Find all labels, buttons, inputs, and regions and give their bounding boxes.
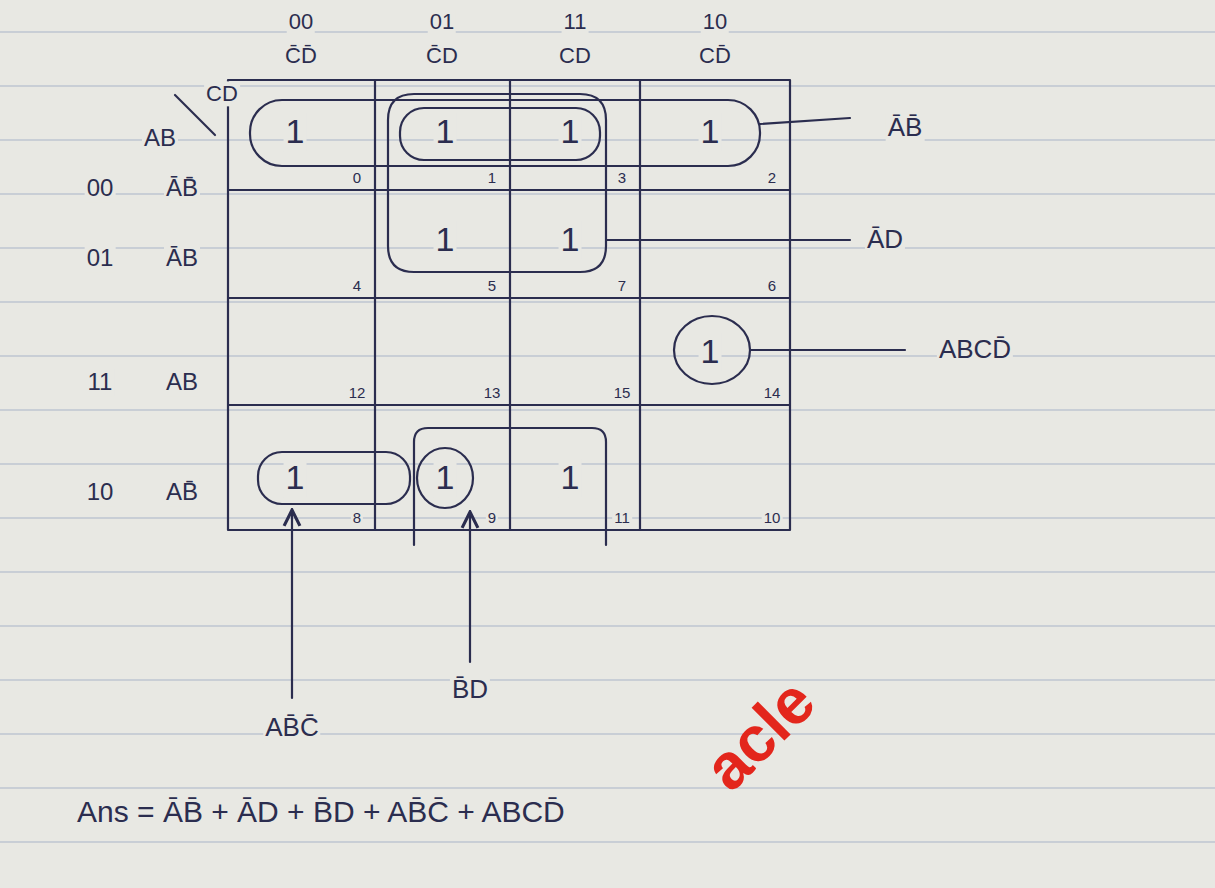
column-term: C̄D (424, 43, 460, 68)
cell-one: 1 (284, 112, 307, 151)
column-code: 11 (562, 9, 589, 34)
row-term: AB̄ (164, 478, 200, 506)
ruled-line (0, 518, 1215, 519)
grid-line (228, 297, 790, 299)
kmap-grid (228, 80, 790, 530)
answer-expression: Ans = ĀB̄ + ĀD + B̄D + AB̄C̄ + ABCD̄ (75, 795, 567, 830)
cell-one: 1 (559, 220, 582, 259)
group-term: AB̄C̄ (263, 713, 320, 743)
cell-index: 14 (762, 384, 783, 401)
group-loop (414, 428, 606, 545)
grid-line (228, 189, 790, 191)
ruled-line (0, 302, 1215, 303)
column-code: 00 (287, 9, 315, 34)
column-variable: CD (204, 81, 240, 106)
cell-index: 11 (612, 509, 632, 526)
ruled-line (0, 86, 1215, 87)
grid-line (228, 404, 790, 406)
row-term: AB (164, 368, 200, 396)
ruled-line (0, 410, 1215, 411)
cell-index: 10 (762, 509, 783, 526)
ruled-line (0, 140, 1215, 141)
group-loop (388, 94, 606, 272)
ruled-lines (0, 32, 1215, 842)
ruled-line (0, 680, 1215, 681)
group-term: B̄D (450, 675, 490, 705)
group-loop (258, 452, 410, 504)
column-term: C̄D̄ (283, 43, 319, 68)
column-term: CD̄ (697, 43, 733, 68)
ruled-line (0, 32, 1215, 33)
ruled-line (0, 734, 1215, 735)
cell-one: 1 (434, 220, 457, 259)
ruled-line (0, 356, 1215, 357)
cell-index: 7 (616, 277, 628, 294)
row-code: 10 (85, 478, 116, 506)
column-code: 10 (701, 9, 729, 34)
leader-line (760, 118, 850, 124)
row-term: ĀB̄ (164, 174, 200, 202)
group-loop (400, 108, 600, 160)
cell-one: 1 (434, 112, 457, 151)
cell-index: 8 (351, 509, 363, 526)
grid-line (374, 80, 376, 530)
group-loop (250, 100, 760, 166)
cell-one: 1 (284, 458, 307, 497)
group-loop (674, 316, 750, 384)
cell-index: 6 (766, 277, 778, 294)
group-term: ABCD̄ (937, 335, 1013, 365)
ruled-line (0, 788, 1215, 789)
row-code: 01 (85, 244, 116, 272)
cell-index: 12 (347, 384, 368, 401)
group-term: ĀD (865, 225, 905, 255)
leader-arrow (469, 514, 471, 662)
column-term: CD (557, 43, 593, 68)
grid-line (639, 80, 641, 530)
grid-line (509, 80, 511, 530)
group-term: ĀB̄ (886, 113, 925, 143)
cell-index: 0 (351, 169, 363, 186)
cell-index: 1 (486, 169, 498, 186)
cell-index: 3 (616, 169, 628, 186)
cell-index: 15 (612, 384, 633, 401)
cell-index: 5 (486, 277, 498, 294)
row-term: ĀB (164, 244, 200, 272)
column-code: 01 (428, 9, 456, 34)
ruled-line (0, 626, 1215, 627)
leader-line (750, 349, 905, 351)
row-variable: AB (142, 124, 178, 152)
ruled-line (0, 464, 1215, 465)
leader-line (606, 239, 850, 241)
row-code: 11 (86, 368, 115, 396)
cell-index: 9 (486, 509, 498, 526)
row-code: 00 (85, 174, 116, 202)
ruled-line (0, 572, 1215, 573)
cell-one: 1 (699, 332, 722, 371)
cell-one: 1 (434, 458, 457, 497)
group-loop (417, 448, 473, 508)
cell-one: 1 (559, 458, 582, 497)
cell-index: 2 (766, 169, 778, 186)
ruled-line (0, 842, 1215, 843)
cell-index: 13 (482, 384, 503, 401)
cell-one: 1 (559, 112, 582, 151)
cell-one: 1 (699, 112, 722, 151)
cell-index: 4 (351, 277, 363, 294)
leader-arrow (291, 512, 293, 698)
watermark: acle (689, 664, 832, 807)
